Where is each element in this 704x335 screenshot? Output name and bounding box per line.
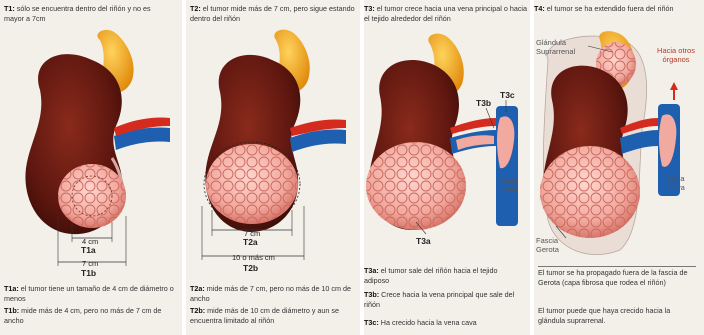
t3c-desc-text: Ha crecido hacia la vena cava bbox=[381, 318, 477, 327]
t2-dim-10cm: 10 o más cm bbox=[232, 253, 275, 262]
t3a-label: T3a bbox=[416, 236, 431, 246]
t1b-desc-stage: T1b: bbox=[4, 306, 19, 315]
t4-description-1: El tumor se ha propagado fuera de la fas… bbox=[538, 268, 696, 287]
vena-cava-label: Vena Cava bbox=[494, 176, 524, 194]
t2b-desc-stage: T2b: bbox=[190, 306, 205, 315]
t2a-description: T2a: mide más de 7 cm, pero no más de 10… bbox=[190, 284, 360, 303]
t1b-label: T1b bbox=[81, 268, 96, 278]
divider bbox=[538, 266, 696, 267]
t2b-description: T2b: mide más de 10 cm de diámetro y aun… bbox=[190, 306, 360, 325]
t3a-desc-stage: T3a: bbox=[364, 266, 379, 275]
t2b-desc-text: mide más de 10 cm de diámetro y aun se e… bbox=[190, 306, 339, 325]
t1b-desc-text: mide más de 4 cm, pero no más de 7 cm de… bbox=[4, 306, 161, 325]
fascia-gerota-label: Fascia Gerota bbox=[536, 236, 576, 254]
t1-dim-7cm: 7 cm bbox=[82, 259, 98, 268]
t2b-label: T2b bbox=[243, 263, 258, 273]
t2a-label: T2a bbox=[243, 237, 258, 247]
t3c-description: T3c: Ha crecido hacia la vena cava bbox=[364, 318, 522, 328]
t3b-label: T3b bbox=[476, 98, 491, 108]
t1b-description: T1b: mide más de 4 cm, pero no más de 7 … bbox=[4, 306, 174, 325]
t1a-desc-text: el tumor tiene un tamaño de 4 cm de diám… bbox=[4, 284, 174, 303]
t3a-description: T3a: el tumor sale del riñón hacia el te… bbox=[364, 266, 522, 285]
t2a-desc-text: mide más de 7 cm, pero no más de 10 cm d… bbox=[190, 284, 351, 303]
panel-t1: T1: sólo se encuentra dentro del riñón y… bbox=[0, 0, 182, 335]
t3b-desc-text: Crece hacia la vena principal que sale d… bbox=[364, 290, 514, 309]
t4-description-2: El tumor puede que haya crecido hacia la… bbox=[538, 306, 696, 325]
panel-t4: T4: el tumor se ha extendido fuera del r… bbox=[530, 0, 704, 335]
t1a-desc-stage: T1a: bbox=[4, 284, 19, 293]
adrenal-gland-label: Glándula Suprarrenal bbox=[536, 38, 592, 56]
panel-t2: T2: el tumor mide más de 7 cm, pero sigu… bbox=[186, 0, 360, 335]
panel-t3: T3: el tumor crece hacia una vena princi… bbox=[360, 0, 530, 335]
t1a-label: T1a bbox=[81, 245, 96, 255]
t3a-desc-text: el tumor sale del riñón hacia el tejido … bbox=[364, 266, 497, 285]
t3c-desc-stage: T3c: bbox=[364, 318, 379, 327]
t1a-description: T1a: el tumor tiene un tamaño de 4 cm de… bbox=[4, 284, 174, 303]
t2a-desc-stage: T2a: bbox=[190, 284, 205, 293]
other-organs-label: Hacia otros órganos bbox=[654, 46, 698, 64]
vena-cava-label: Vena Cava bbox=[660, 174, 692, 192]
t3b-description: T3b: Crece hacia la vena principal que s… bbox=[364, 290, 522, 309]
t3b-desc-stage: T3b: bbox=[364, 290, 379, 299]
t3c-label: T3c bbox=[500, 90, 515, 100]
